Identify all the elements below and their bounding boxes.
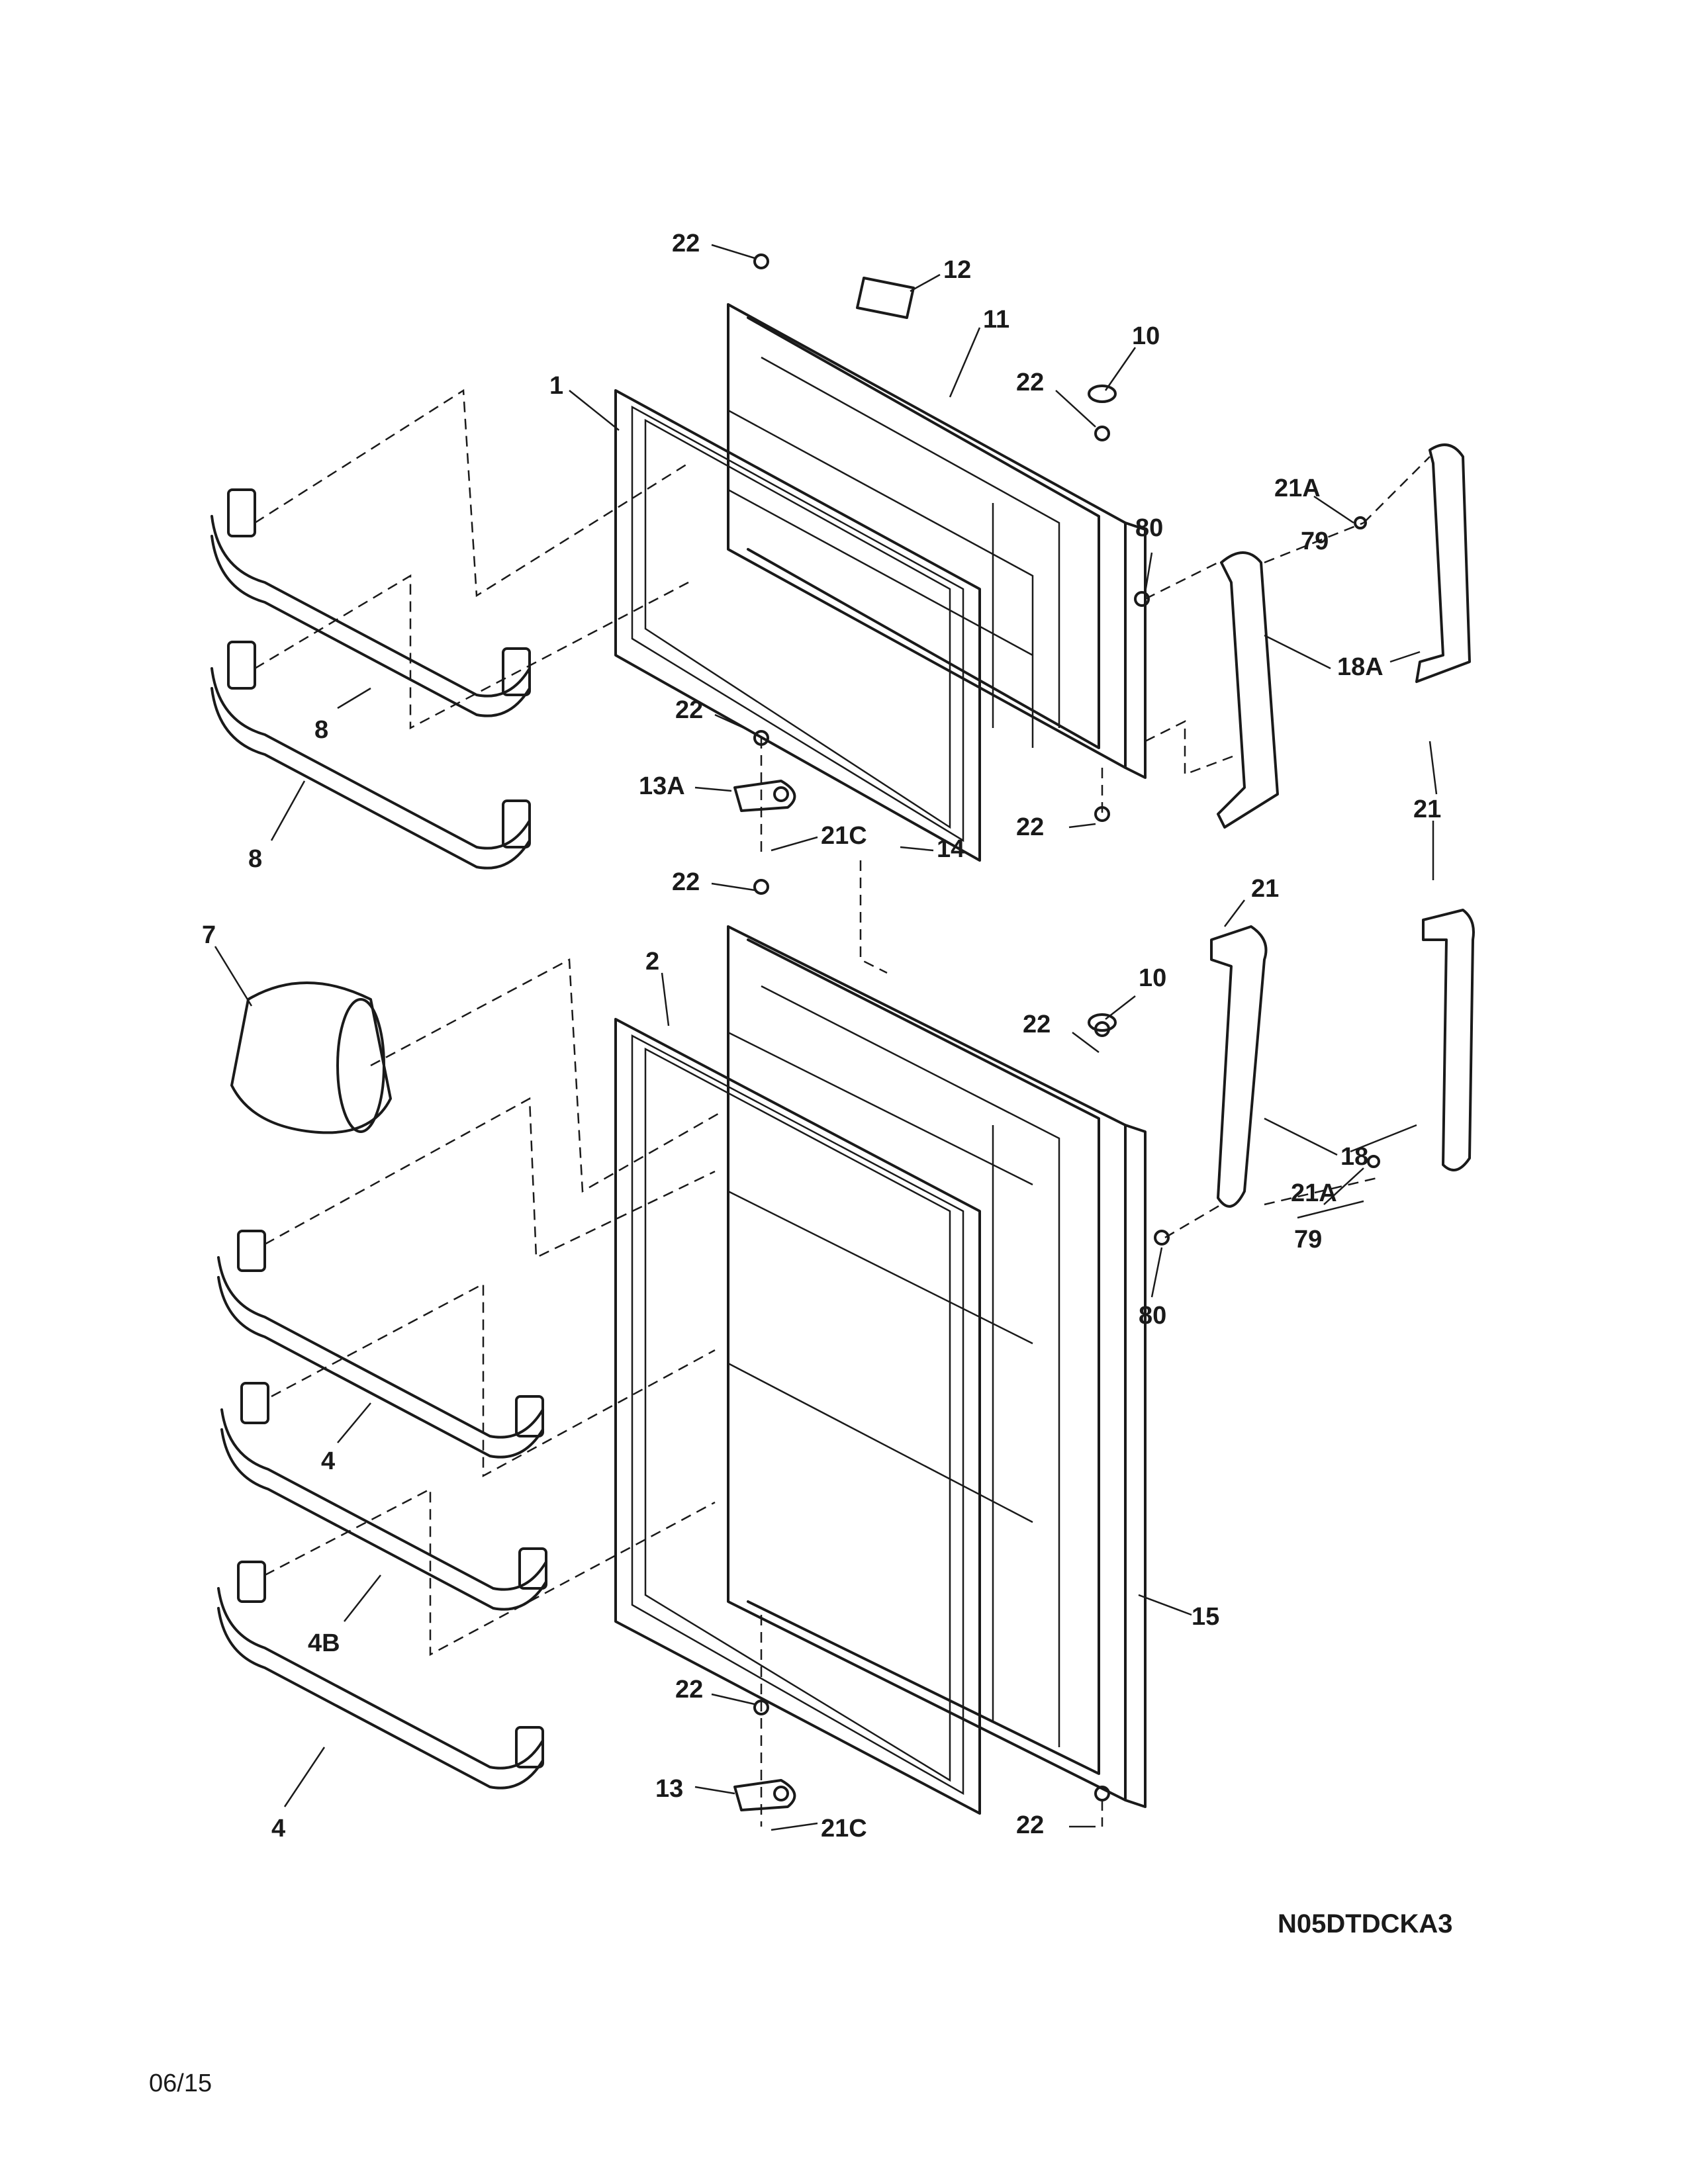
cap-12 xyxy=(856,277,915,319)
freezer-door-outer xyxy=(727,303,1147,779)
callout-10-top: 10 xyxy=(1132,322,1160,350)
hinge-13A xyxy=(733,780,796,812)
callout-8-a: 8 xyxy=(314,716,328,744)
fresh-food-door-gasket xyxy=(614,1018,981,1815)
callout-12: 12 xyxy=(943,256,971,284)
callout-21C-bottom: 21C xyxy=(821,1815,867,1843)
callout-22-mid-a: 22 xyxy=(675,696,703,724)
egg-container-7 xyxy=(230,981,392,1134)
callout-4B: 4B xyxy=(308,1629,340,1657)
fresh-food-handle-18-front xyxy=(1210,925,1268,1208)
callout-1: 1 xyxy=(549,372,563,400)
freezer-handle-18A-front xyxy=(1217,551,1279,829)
callout-11: 11 xyxy=(983,306,1009,334)
callout-2: 2 xyxy=(645,948,659,976)
fresh-food-handle-18-rear xyxy=(1422,909,1475,1171)
callout-8-b: 8 xyxy=(248,845,262,873)
door-shelf-8-upper xyxy=(211,488,531,717)
fasteners xyxy=(753,253,1380,1801)
callout-80-top: 80 xyxy=(1135,514,1163,542)
callout-22-fresh-top: 22 xyxy=(672,868,700,896)
freezer-door-gasket xyxy=(614,389,981,862)
callout-79-mid: 79 xyxy=(1294,1226,1322,1253)
callout-21-right: 21 xyxy=(1413,796,1441,823)
callout-22-fresh-bottom: 22 xyxy=(1016,1811,1044,1839)
callout-18A: 18A xyxy=(1337,653,1383,681)
callout-7: 7 xyxy=(202,921,216,949)
callout-15: 15 xyxy=(1192,1603,1219,1631)
door-shelf-4B xyxy=(220,1382,547,1611)
callout-22-bottom-hinge: 22 xyxy=(675,1676,703,1704)
leader-lines xyxy=(214,244,1438,1831)
revision-date: 06/15 xyxy=(149,2070,212,2097)
door-shelf-8-lower xyxy=(211,641,531,870)
callout-22-hinge-top: 22 xyxy=(1016,369,1044,396)
door-shelf-4-lower xyxy=(217,1561,544,1790)
callout-79-top: 79 xyxy=(1301,527,1329,555)
diagram-code: N05DTDCKA3 xyxy=(1278,1909,1453,1938)
assembly-lines xyxy=(254,388,1430,1827)
callout-13A: 13A xyxy=(639,772,685,800)
callout-14: 14 xyxy=(937,835,964,863)
fresh-food-door-outer xyxy=(727,925,1147,1808)
door-shelf-4-upper xyxy=(217,1230,544,1459)
callout-22-hinge-mid: 22 xyxy=(1023,1011,1051,1038)
callout-21-mid: 21 xyxy=(1251,875,1279,903)
callout-13: 13 xyxy=(655,1775,683,1803)
hinge-13 xyxy=(733,1779,796,1811)
callout-21A-top: 21A xyxy=(1274,475,1321,502)
callout-10-mid: 10 xyxy=(1139,964,1166,992)
callout-18: 18 xyxy=(1340,1143,1368,1171)
callout-22-top: 22 xyxy=(672,230,700,257)
callout-labels: 22 12 11 10 22 1 21A 79 80 18A 8 8 22 13… xyxy=(202,230,1441,1843)
freezer-handle-18A-rear xyxy=(1415,443,1471,683)
callout-21C-top: 21C xyxy=(821,822,867,850)
callout-4-a: 4 xyxy=(321,1447,335,1475)
callout-4-b: 4 xyxy=(271,1815,285,1843)
callout-22-freezer-bottom: 22 xyxy=(1016,813,1044,841)
callout-21A-mid: 21A xyxy=(1291,1179,1337,1207)
callout-80-mid: 80 xyxy=(1139,1302,1166,1330)
